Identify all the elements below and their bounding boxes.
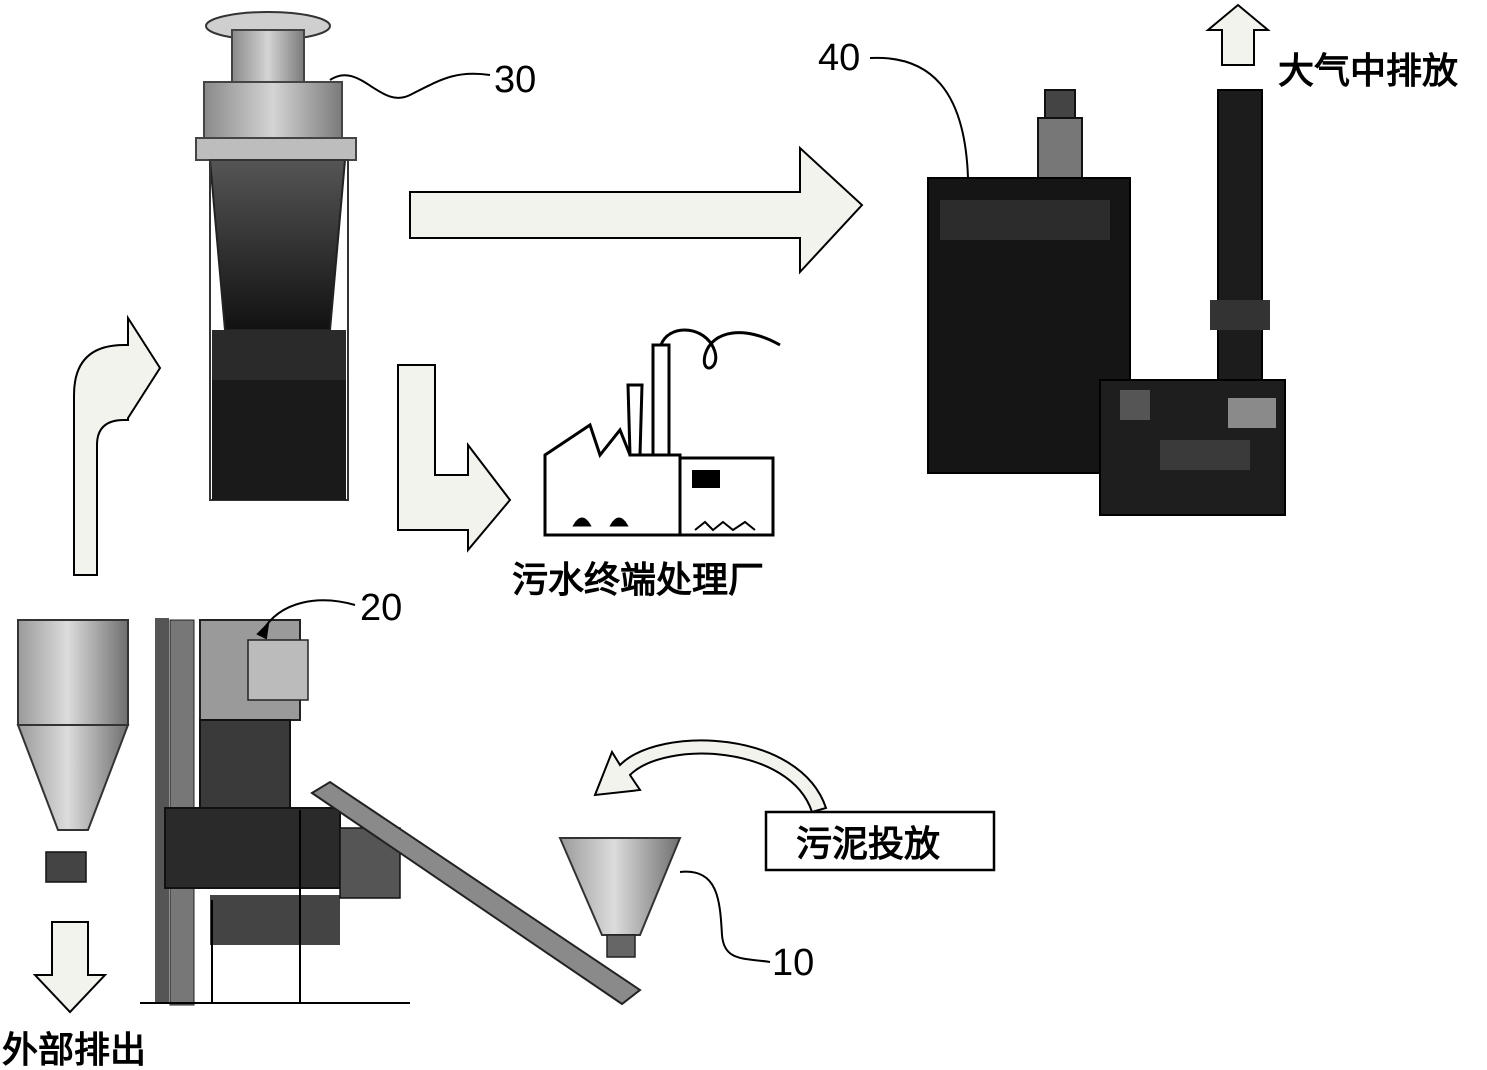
leader-40: [869, 56, 969, 179]
callout-20: 20: [360, 587, 402, 629]
callout-30: 30: [494, 59, 536, 101]
callout-40: 40: [818, 37, 860, 79]
label-sewage-plant: 污水终端处理厂: [512, 560, 764, 601]
leader-30: [329, 72, 491, 99]
leader-10: [679, 870, 771, 963]
label-external-discharge: 外部排出: [2, 1030, 146, 1070]
cyclone-scrubber-unit: [195, 11, 357, 501]
arrow-up-to-scrubber: [73, 314, 162, 576]
callout-10: 10: [772, 942, 814, 984]
arrow-to-sewage-plant: [397, 364, 512, 553]
feed-hopper: [558, 837, 682, 958]
label-sludge-input: 污泥投放: [796, 824, 940, 865]
arrow-external-down: [32, 921, 108, 1014]
arrow-to-deodorizer: [409, 145, 864, 275]
callout-leaders: [256, 56, 969, 963]
arrow-atmosphere-up: [1205, 3, 1271, 66]
flow-arrows: [32, 3, 1271, 1014]
label-atmosphere-discharge: 大气中排放: [1278, 51, 1458, 92]
sewage-plant-icon: [543, 328, 781, 537]
dryer-plant-unit: [16, 618, 642, 1006]
deodorizer-stack-unit: [927, 89, 1286, 516]
sludge-input-box: 污泥投放: [764, 810, 996, 872]
arrow-sludge-input: [593, 739, 828, 814]
